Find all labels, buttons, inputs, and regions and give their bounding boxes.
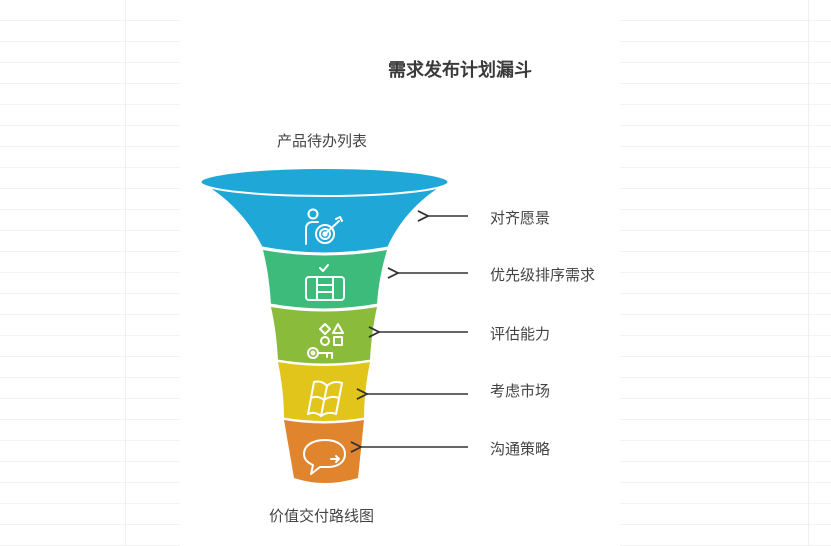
- background-grid-line-left: [125, 0, 126, 546]
- funnel-divider-2: [269, 303, 379, 312]
- funnel-divider-1: [261, 246, 389, 256]
- funnel-stage-5: [284, 420, 364, 483]
- stage-2-label: 优先级排序需求: [490, 266, 596, 284]
- stage-5-label: 沟通策略: [490, 440, 551, 458]
- background-grid-line-right: [808, 0, 809, 546]
- funnel-stage-2: [263, 250, 387, 310]
- person-target-icon: [305, 208, 343, 245]
- funnel-divider-4: [282, 417, 366, 424]
- funnel-stage-3: [271, 307, 377, 364]
- stage-4-label: 考虑市场: [490, 382, 551, 400]
- stage-3-label: 评估能力: [490, 325, 551, 343]
- funnel-stage-1: [201, 182, 448, 254]
- checklist-board-icon: [305, 264, 345, 301]
- funnel-output-label: 价值交付路线图: [269, 507, 375, 525]
- diagram-title: 需求发布计划漏斗: [388, 60, 532, 81]
- shapes-key-icon: [307, 323, 344, 359]
- funnel-top-rim: [199, 167, 450, 197]
- funnel-input-label: 产品待办列表: [277, 132, 368, 150]
- funnel-divider-3: [276, 359, 372, 367]
- funnel-stage-4: [278, 362, 370, 422]
- flag-icon: [307, 380, 343, 417]
- speech-bubble-icon: [303, 439, 346, 475]
- stage-1-label: 对齐愿景: [490, 209, 551, 227]
